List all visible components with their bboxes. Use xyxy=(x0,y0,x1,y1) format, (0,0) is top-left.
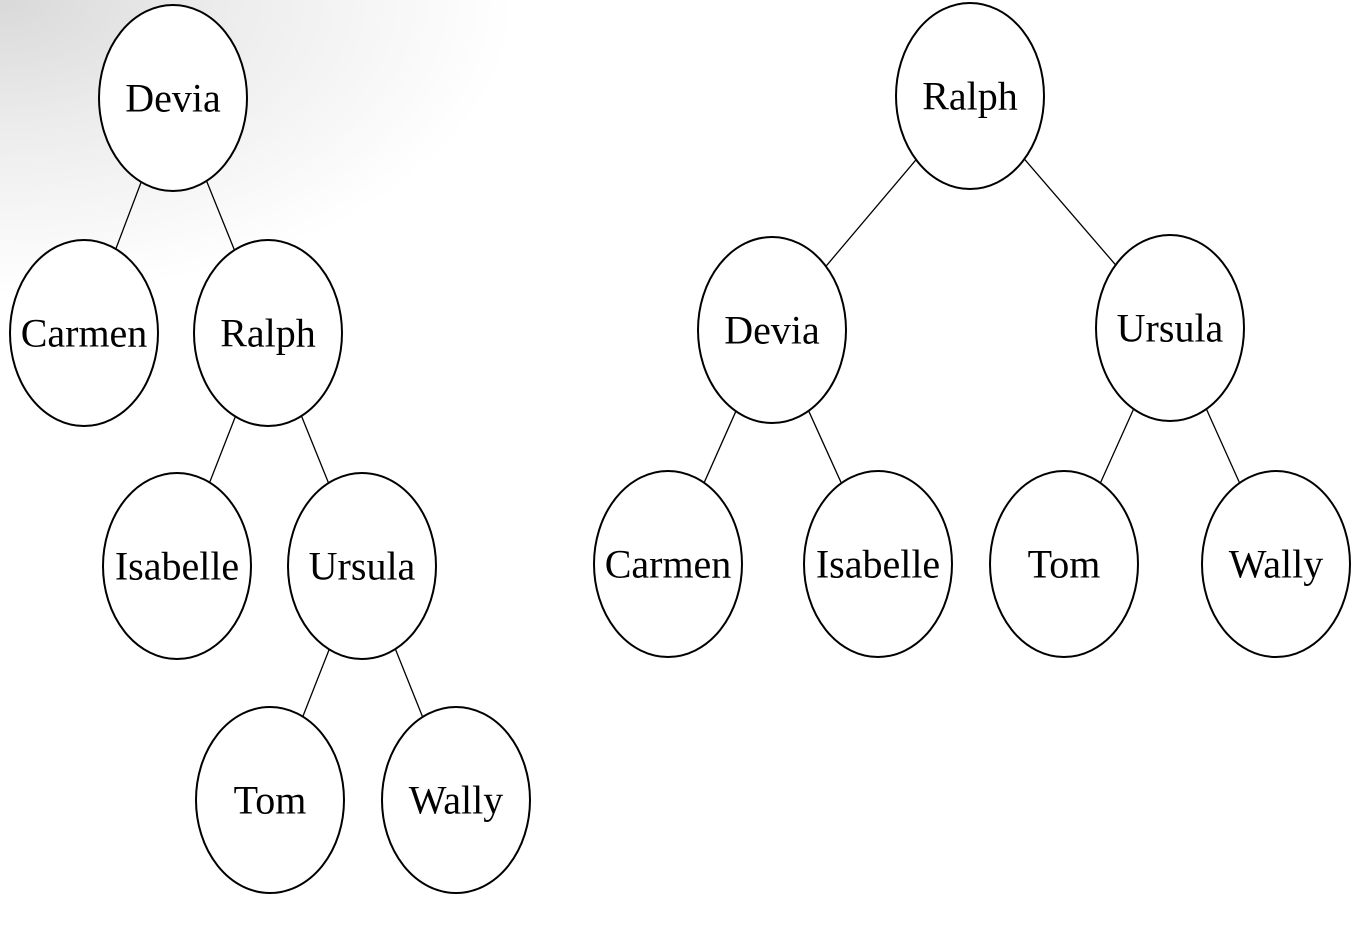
node-label: Tom xyxy=(1028,542,1101,587)
tree-node-l-ralph: Ralph xyxy=(193,239,343,427)
node-ellipse xyxy=(1201,470,1351,658)
node-ellipse xyxy=(989,470,1139,658)
edge-R-ursula-R-wally xyxy=(1205,408,1241,484)
node-label: Wally xyxy=(1229,542,1324,587)
tree-node-r-carmen: Carmen xyxy=(593,470,743,658)
edge-R-ursula-R-tom xyxy=(1099,408,1135,484)
node-ellipse xyxy=(287,472,437,660)
tree-node-l-isabelle: Isabelle xyxy=(102,472,252,660)
node-label: Ursula xyxy=(309,544,416,589)
node-ellipse xyxy=(193,239,343,427)
node-label: Ursula xyxy=(1117,306,1224,351)
node-ellipse xyxy=(98,4,248,192)
tree-node-r-wally: Wally xyxy=(1201,470,1351,658)
edge-R-ralph-R-devia xyxy=(825,159,917,267)
node-label: Isabelle xyxy=(115,544,239,589)
node-label: Carmen xyxy=(21,311,148,356)
tree-node-r-ursula: Ursula xyxy=(1095,234,1245,422)
edge-L-devia-L-ralph xyxy=(205,180,236,251)
node-ellipse xyxy=(9,239,159,427)
edge-R-devia-R-carmen xyxy=(703,410,737,484)
edge-L-ursula-L-tom xyxy=(302,649,330,717)
node-ellipse xyxy=(803,470,953,658)
edge-L-devia-L-carmen xyxy=(115,181,142,250)
tree-node-r-tom: Tom xyxy=(989,470,1139,658)
node-ellipse xyxy=(895,2,1045,190)
tree-node-l-tom: Tom xyxy=(195,706,345,894)
node-ellipse xyxy=(697,236,847,424)
node-ellipse xyxy=(381,706,531,894)
node-label: Wally xyxy=(409,778,504,823)
node-label: Devia xyxy=(125,76,221,121)
node-label: Tom xyxy=(234,778,307,823)
node-ellipse xyxy=(102,472,252,660)
node-label: Isabelle xyxy=(816,542,940,587)
tree-node-l-devia: Devia xyxy=(98,4,248,192)
edge-R-ralph-R-ursula xyxy=(1023,158,1117,266)
edge-L-ralph-L-isabelle xyxy=(209,416,236,483)
tree-node-l-carmen: Carmen xyxy=(9,239,159,427)
node-ellipse xyxy=(1095,234,1245,422)
tree-node-l-wally: Wally xyxy=(381,706,531,894)
node-label: Ralph xyxy=(220,311,316,356)
edge-L-ralph-L-ursula xyxy=(300,415,330,484)
tree-node-r-ralph: Ralph xyxy=(895,2,1045,190)
edge-R-devia-R-isabelle xyxy=(808,410,842,484)
node-label: Devia xyxy=(724,308,820,353)
node-ellipse xyxy=(195,706,345,894)
node-label: Carmen xyxy=(605,542,732,587)
tree-node-r-devia: Devia xyxy=(697,236,847,424)
edge-L-ursula-L-wally xyxy=(394,648,424,718)
tree-node-r-isabelle: Isabelle xyxy=(803,470,953,658)
tree-node-l-ursula: Ursula xyxy=(287,472,437,660)
node-label: Ralph xyxy=(922,74,1018,119)
node-ellipse xyxy=(593,470,743,658)
edges-layer xyxy=(115,158,1241,718)
